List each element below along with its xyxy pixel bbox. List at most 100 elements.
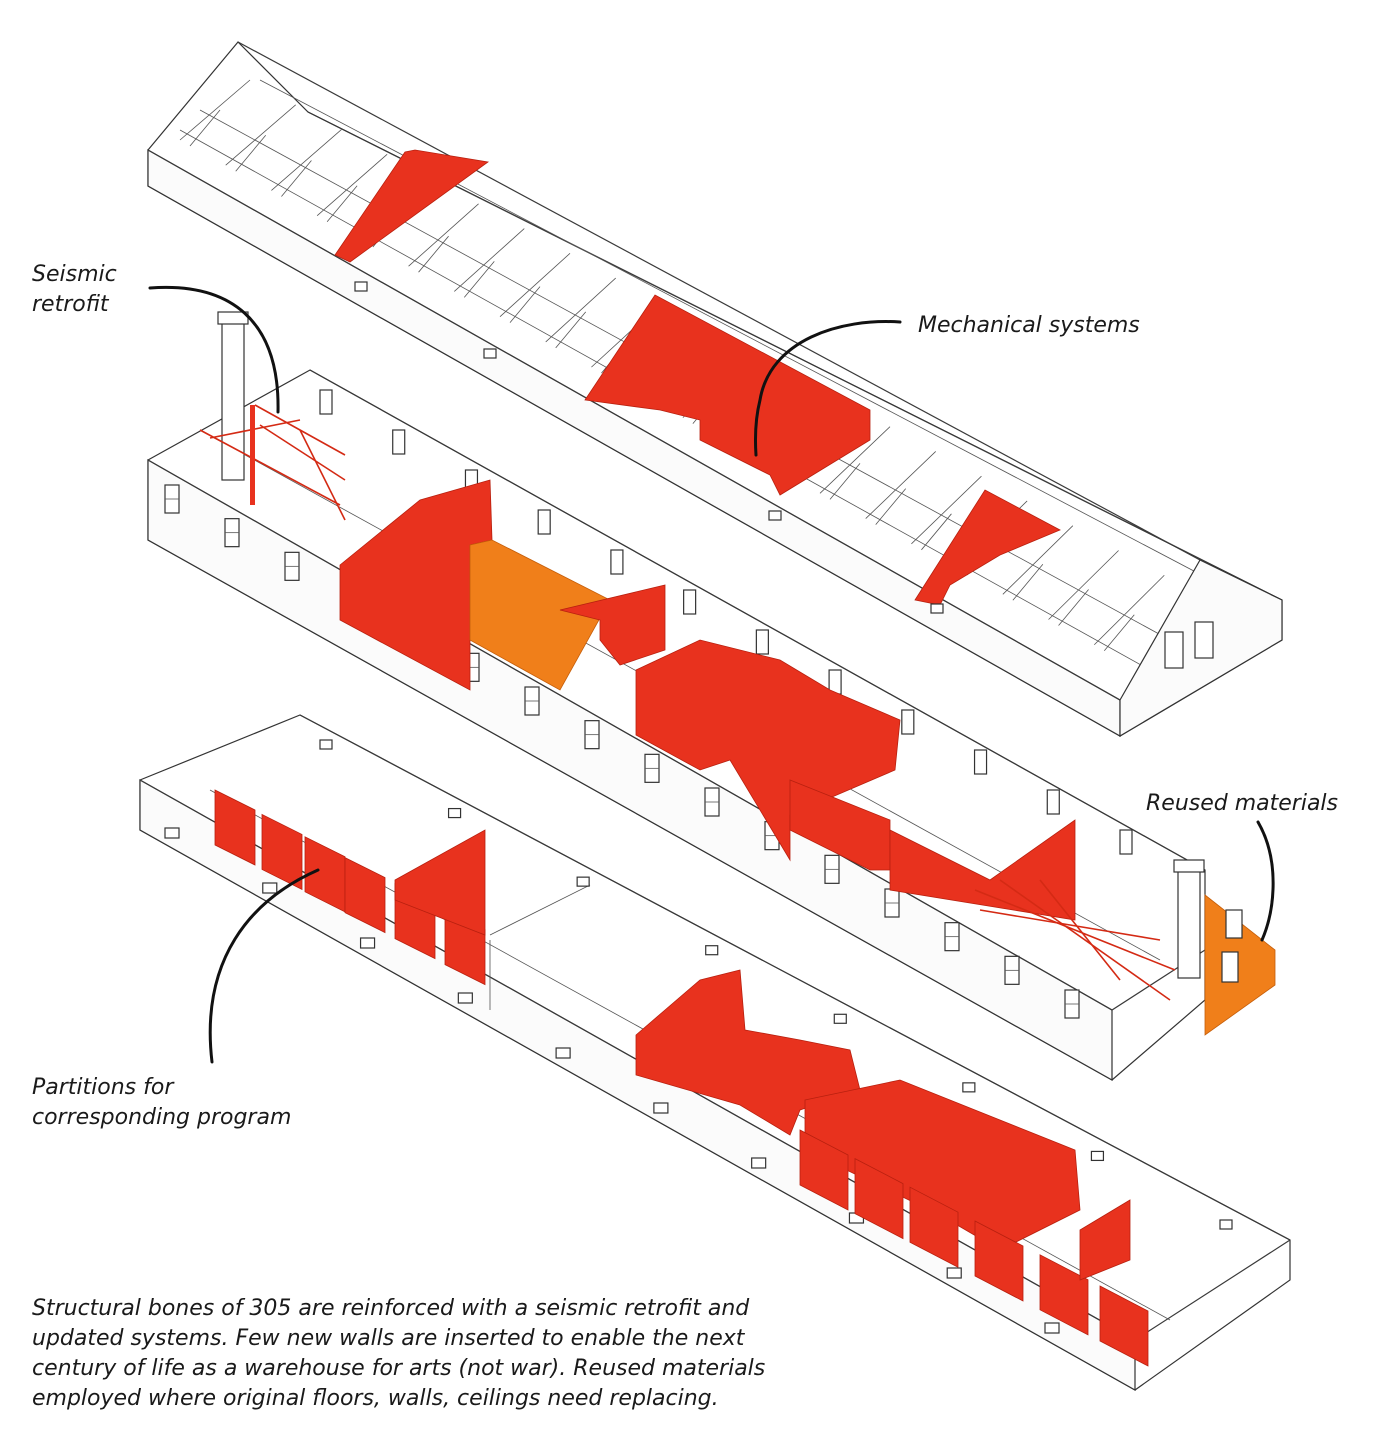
chimney-west	[221, 319, 245, 481]
truss-brace	[555, 311, 587, 349]
window	[319, 739, 333, 750]
reused-leader	[1256, 820, 1275, 942]
truss-brace	[921, 513, 952, 551]
window	[319, 389, 333, 415]
truss-brace	[829, 463, 861, 500]
reused-materials-label: Reused materials	[1146, 791, 1339, 816]
roof-truss	[1048, 550, 1119, 620]
seismic-bracing-west	[199, 404, 346, 521]
partition-wall	[909, 1186, 959, 1268]
roof-truss	[911, 475, 982, 545]
ground-level-windows	[164, 739, 1233, 1334]
window	[262, 882, 278, 894]
window	[610, 549, 624, 575]
window	[359, 937, 376, 949]
partition-wall	[1079, 1199, 1131, 1281]
truss-brace	[281, 160, 312, 197]
roof-truss	[225, 104, 296, 166]
partition-wall	[1039, 1254, 1089, 1336]
roof-truss	[545, 277, 616, 343]
truss-brace	[1103, 614, 1135, 652]
caption-line-3: century of life as a warehouse for arts …	[32, 1356, 766, 1381]
window	[392, 429, 406, 455]
window	[1046, 789, 1060, 815]
mechanical-systems-label: Mechanical systems	[918, 313, 1140, 338]
caption-line-2: updated systems. Few new walls are inser…	[32, 1326, 745, 1351]
partition-wall	[974, 1220, 1024, 1302]
roof-truss	[1002, 525, 1074, 595]
gable-window	[1164, 631, 1184, 669]
partitions-label-line-2: corresponding program	[32, 1105, 292, 1130]
roof-truss	[1094, 574, 1165, 646]
truss-brace	[1012, 564, 1044, 601]
partition-wall	[344, 856, 386, 934]
caption-line-1: Structural bones of 305 are reinforced w…	[32, 1296, 750, 1321]
window	[555, 1047, 571, 1059]
roof-truss	[499, 253, 571, 317]
window	[705, 945, 719, 956]
mechanical-panel	[584, 294, 871, 496]
partitions-leader	[208, 868, 320, 1064]
window	[537, 509, 551, 535]
gable-window	[1194, 621, 1214, 659]
partition-wall	[261, 813, 303, 891]
partitions-label-line-1: Partitions for	[32, 1075, 174, 1100]
window	[683, 589, 697, 615]
truss-brace	[418, 235, 449, 273]
roof-truss	[316, 153, 388, 217]
seismic-label-line-1: Seismic	[32, 262, 117, 287]
middle-level	[147, 311, 1276, 1082]
roof-seismic-panel	[334, 149, 490, 263]
truss-brace	[326, 185, 358, 222]
window	[653, 1102, 669, 1114]
truss-brace	[1058, 589, 1089, 626]
chimney-east	[1177, 867, 1201, 979]
partition-wall	[214, 789, 256, 866]
program-partitions-east	[799, 1129, 1149, 1367]
partitions-label: Partitions for corresponding program	[32, 1073, 291, 1133]
window	[946, 1267, 962, 1279]
seismic-retrofit-label: Seismic retrofit	[32, 260, 117, 320]
ground-level	[139, 714, 1291, 1392]
caption-line-4: employed where original floors, walls, c…	[32, 1386, 719, 1411]
window	[447, 807, 462, 819]
partition-wall	[394, 829, 486, 936]
partition-wall	[1099, 1285, 1149, 1367]
window	[901, 709, 915, 735]
window	[576, 876, 590, 887]
partition-wall	[635, 969, 861, 1136]
roof-truss	[408, 203, 479, 267]
roof-truss	[819, 426, 891, 494]
seismic-bracing-east	[974, 879, 1176, 1001]
partition-wall	[635, 639, 901, 862]
roof-truss	[454, 228, 525, 292]
truss-brace	[235, 134, 267, 172]
roof-truss	[271, 129, 342, 191]
truss-brace	[509, 286, 541, 323]
truss-brace	[189, 109, 221, 147]
window	[1119, 829, 1133, 855]
window	[751, 1157, 767, 1169]
partition-wall	[889, 819, 1076, 921]
reused-floor-panel	[469, 539, 611, 691]
window	[1090, 1150, 1105, 1162]
mechanical-leader	[754, 320, 902, 457]
seismic-label-line-2: retrofit	[32, 292, 109, 317]
reused-end-wall	[1204, 894, 1276, 1036]
partition-wall	[789, 779, 891, 871]
window	[962, 1082, 976, 1093]
truss-brace	[463, 261, 495, 298]
truss-brace	[875, 488, 907, 525]
window	[833, 1013, 847, 1024]
window	[973, 749, 988, 775]
diagram-caption: Structural bones of 305 are reinforced w…	[32, 1294, 832, 1414]
middle-level-windows	[164, 389, 1133, 1019]
roof-truss	[179, 79, 251, 141]
partition-wall	[854, 1157, 904, 1240]
window	[1219, 1219, 1233, 1230]
window	[164, 827, 180, 839]
roof-level	[147, 41, 1283, 738]
window	[1044, 1322, 1060, 1334]
seismic-leader	[148, 285, 280, 414]
